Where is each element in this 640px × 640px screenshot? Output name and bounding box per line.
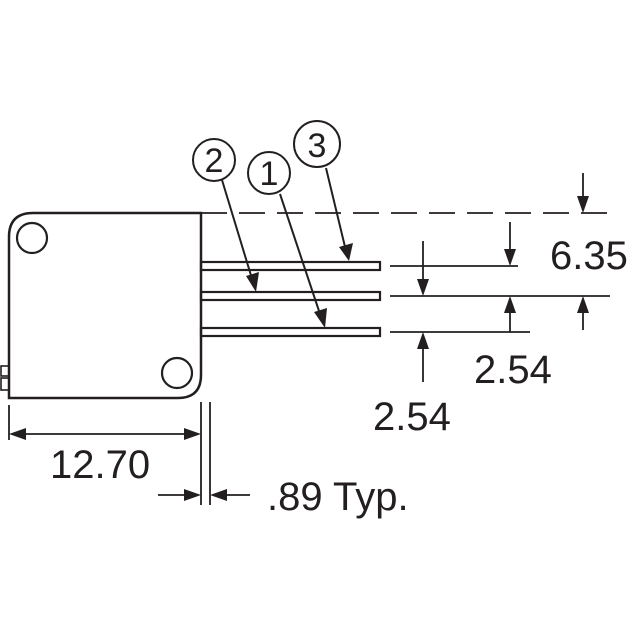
mounting-hole-bottom-right bbox=[160, 356, 194, 390]
dim-6-35-bottom-arrowhead bbox=[577, 296, 589, 313]
pin-1-leader-arrow bbox=[314, 308, 327, 328]
pin-1-leader bbox=[279, 193, 322, 318]
dim-12-70-right-arrowhead bbox=[184, 428, 201, 440]
dim-2-54-upper-label: 2.54 bbox=[474, 348, 552, 392]
pin-callouts: 2 1 3 bbox=[192, 120, 353, 328]
pin-lower bbox=[199, 326, 382, 338]
pin-3-leader-arrow bbox=[339, 243, 353, 261]
pin-3-label: 3 bbox=[308, 127, 327, 165]
pin-3-leader bbox=[325, 167, 347, 252]
dim-2-54-upper-bottom-arrowhead bbox=[504, 296, 516, 313]
pins bbox=[199, 260, 382, 338]
dim-6-35-top-arrowhead bbox=[577, 196, 589, 213]
side-tab bbox=[0, 365, 10, 377]
pin-2-label: 2 bbox=[205, 142, 224, 180]
component-body bbox=[0, 211, 203, 400]
dim-12-70-left-arrowhead bbox=[9, 428, 26, 440]
pin-3-callout-circle bbox=[293, 120, 341, 168]
pin-2-leader bbox=[221, 179, 254, 283]
dim-12-70-label: 12.70 bbox=[50, 443, 150, 487]
dim-0-89-right-arrowhead bbox=[210, 489, 227, 501]
bottom-dimensions: 12.70 .89 Typ. bbox=[8, 402, 409, 519]
pin-middle bbox=[199, 290, 382, 302]
side-tab-lower bbox=[0, 377, 10, 391]
dim-0-89-label: .89 Typ. bbox=[267, 475, 409, 519]
body-outline bbox=[7, 211, 203, 400]
dim-0-89-left-arrowhead bbox=[184, 489, 201, 501]
dim-6-35-label: 6.35 bbox=[550, 234, 628, 278]
pin-2-callout-circle bbox=[192, 138, 236, 182]
pin-2-leader-arrow bbox=[246, 272, 259, 292]
dim-2-54-lower-label: 2.54 bbox=[373, 395, 451, 439]
pin-1-label: 1 bbox=[260, 155, 279, 193]
dim-2-54-lower-top-arrowhead bbox=[417, 279, 429, 296]
dim-2-54-lower-bottom-arrowhead bbox=[417, 332, 429, 349]
dim-2-54-upper-top-arrowhead bbox=[504, 249, 516, 266]
pin-upper bbox=[199, 260, 382, 272]
right-dimensions: 6.35 2.54 2.54 bbox=[201, 173, 628, 439]
mounting-hole-top-left bbox=[15, 221, 49, 255]
pin-1-callout-circle bbox=[247, 151, 291, 195]
